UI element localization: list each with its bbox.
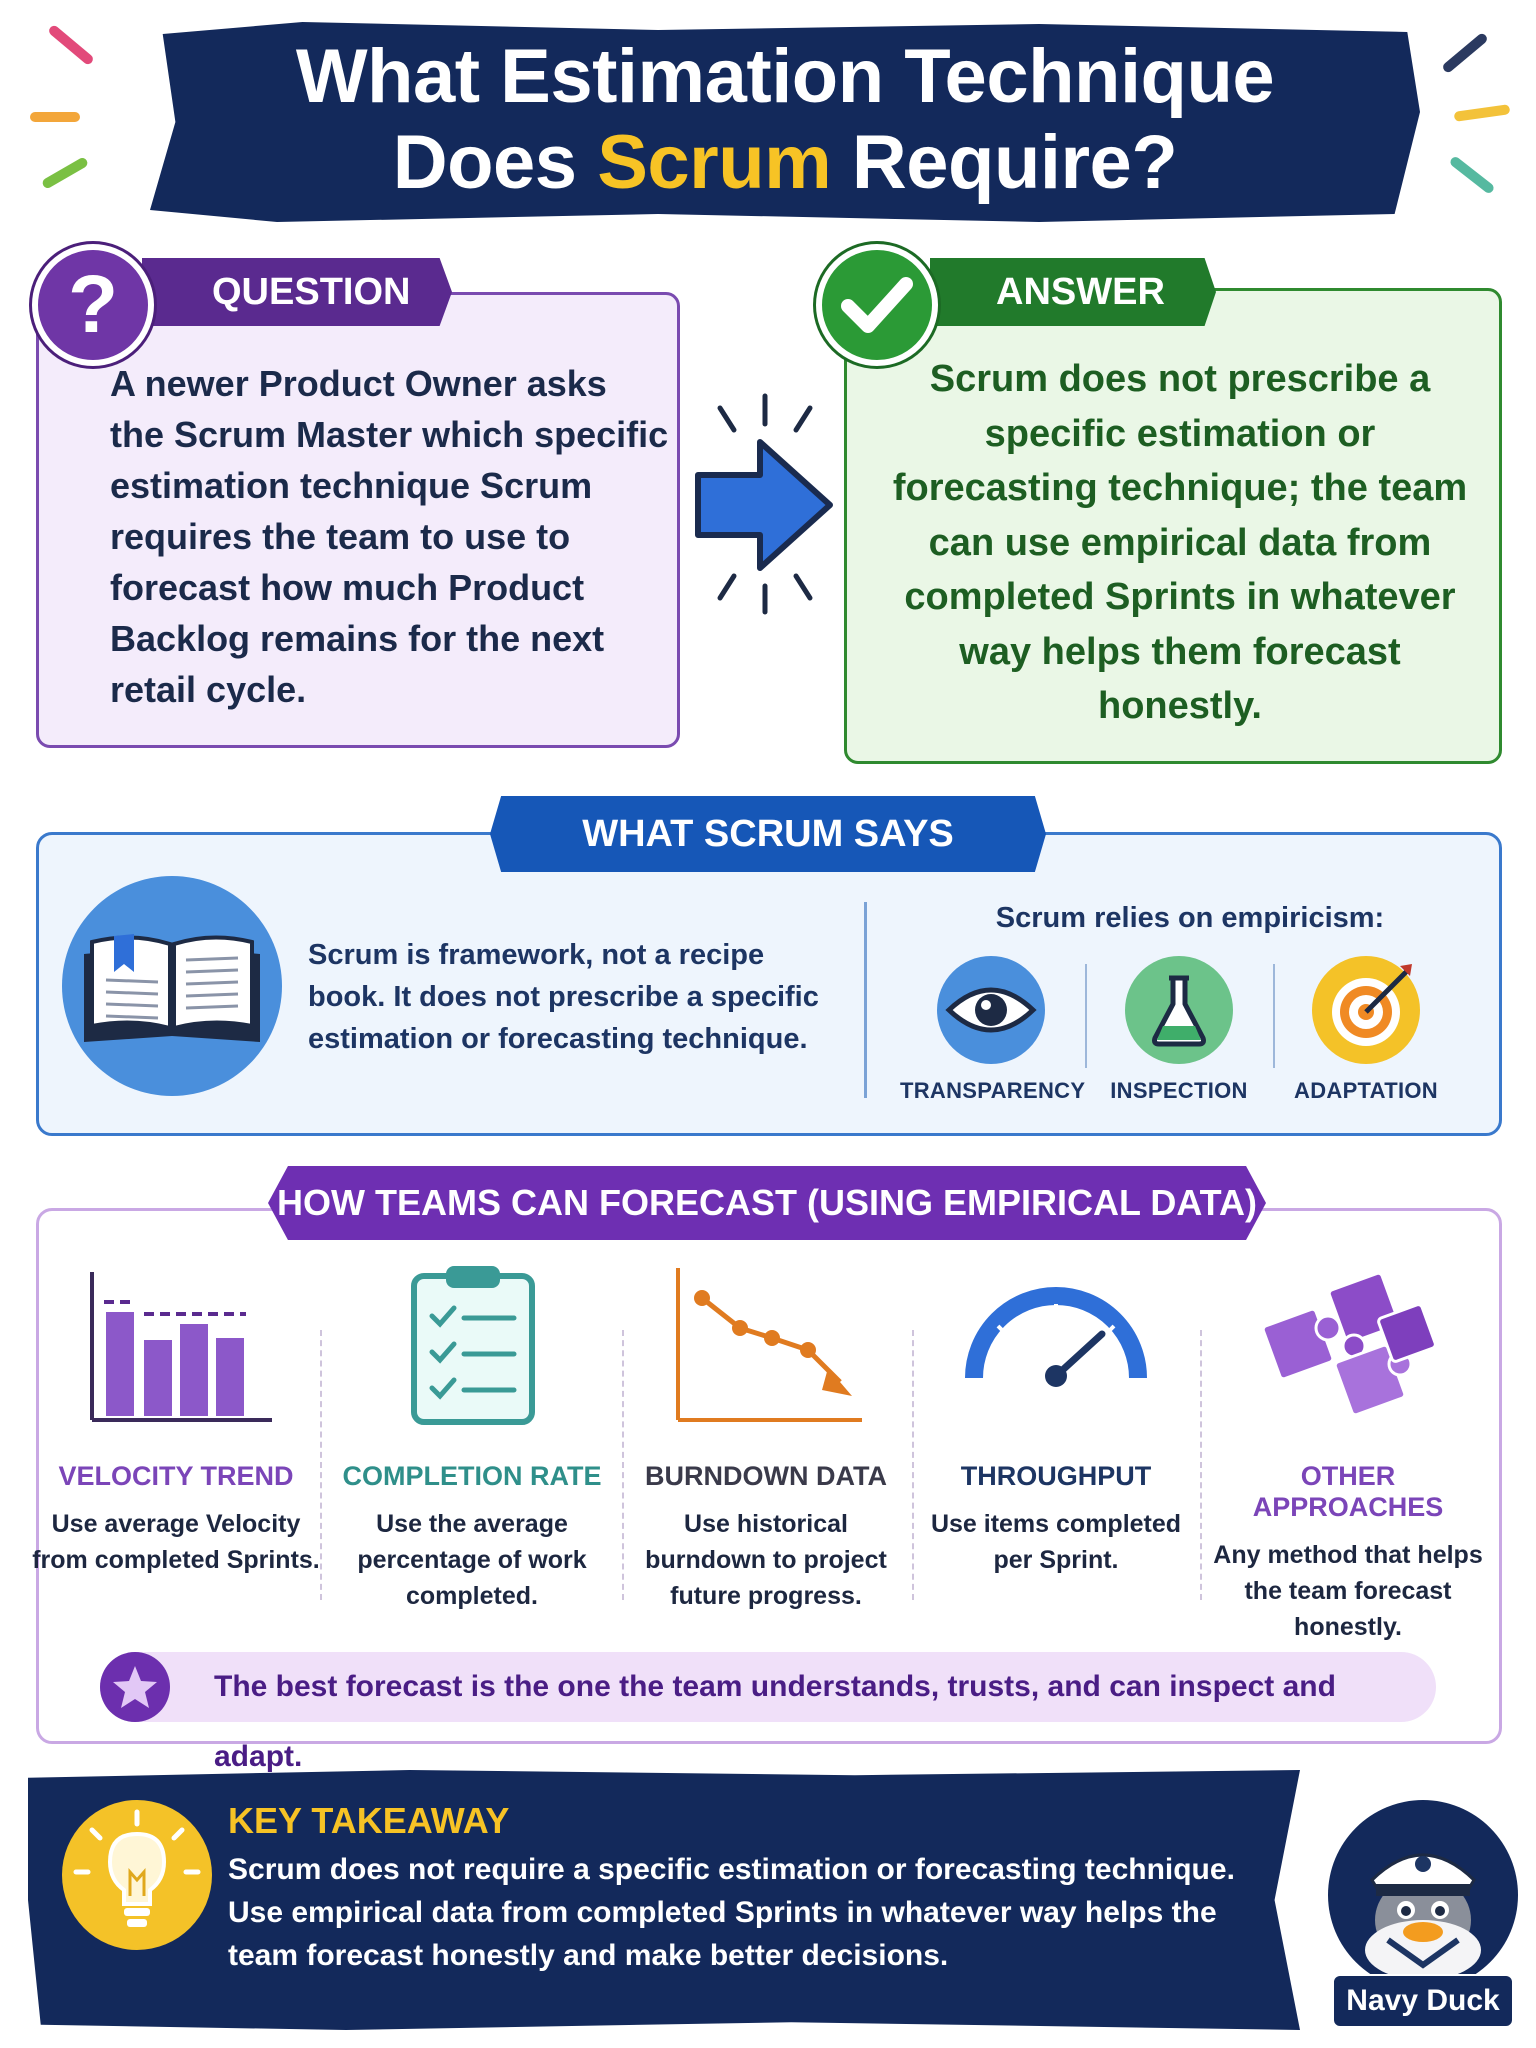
decor-stroke [40,156,90,190]
title-banner [150,22,1420,222]
question-text: A newer Product Owner asks the Scrum Mas… [110,363,669,710]
eye-icon [937,956,1045,1064]
page-title: What Estimation Technique Does Scrum Req… [295,34,1275,205]
forecast-title: THROUGHPUT [960,1461,1152,1491]
clipboard-checklist-icon [411,1266,535,1425]
forecast-item-burndown: BURNDOWN DATA Use historical burndown to… [622,1260,910,1614]
column-separator [320,1330,322,1600]
column-separator [1200,1330,1202,1600]
forecast-item-throughput: THROUGHPUT Use items completed per Sprin… [912,1260,1200,1578]
key-takeaway-title: KEY TAKEAWAY [228,1800,510,1841]
book-icon [62,876,282,1096]
pillar-label-inspection: INSPECTION [1110,1078,1248,1103]
question-card [36,292,680,748]
forecast-item-completion-rate: COMPLETION RATE Use the average percenta… [328,1260,616,1614]
pillar-separator [1273,964,1275,1068]
puzzle-pieces-icon [1261,1271,1437,1417]
what-scrum-says-tag: WHAT SCRUM SAYS [490,796,1046,872]
bar-chart-icon [90,1272,272,1422]
star-icon [100,1652,170,1722]
section-divider [864,902,867,1098]
decor-stroke [1448,155,1496,195]
decor-stroke [1441,31,1489,75]
best-forecast-text: The best forecast is the one the team un… [214,1670,1336,1773]
forecast-item-velocity: VELOCITY TREND Use average Velocity from… [32,1260,320,1578]
decor-stroke [47,23,95,67]
what-scrum-says-text: Scrum is framework, not a recipe book. I… [308,939,819,1055]
forecast-desc: Use items completed per Sprint. [930,1510,1182,1574]
forecast-title: BURNDOWN DATA [645,1461,887,1491]
forecast-desc: Use the average percentage of work compl… [357,1510,587,1610]
forecast-title: OTHER APPROACHES [1252,1461,1444,1522]
key-takeaway-text: Scrum does not require a specific estima… [228,1853,1235,1972]
forecast-title: COMPLETION RATE [342,1461,602,1491]
best-forecast-bar [100,1652,1436,1722]
forecast-title: VELOCITY TREND [58,1461,294,1491]
question-mark-icon: ? [32,244,154,366]
speedometer-icon [965,1287,1147,1387]
mascot-label: Navy Duck [1332,1974,1514,2028]
column-separator [912,1330,914,1600]
answer-tag: ANSWER [930,258,1216,326]
key-takeaway-banner [28,1770,1300,2030]
forecast-desc: Use average Velocity from completed Spri… [32,1510,320,1574]
title-highlight: Scrum [597,120,832,205]
pillar-label-adaptation: ADAPTATION [1294,1078,1438,1103]
forecast-desc: Any method that helps the team forecast … [1213,1541,1483,1641]
checkmark-icon [816,244,938,366]
burndown-chart-icon [676,1268,862,1422]
empiricism-title: Scrum relies on empiricism: [995,902,1385,934]
column-separator [622,1330,624,1600]
forecast-item-other-approaches: OTHER APPROACHES Any method that helps t… [1204,1260,1492,1645]
target-icon [1312,956,1420,1064]
duck-mascot-avatar [1328,1800,1518,1990]
flask-icon [1125,956,1233,1064]
forecast-desc: Use historical burndown to project futur… [645,1510,887,1610]
decor-stroke [30,112,80,122]
arrow-right-icon [695,393,833,615]
answer-text: Scrum does not prescribe a specific esti… [892,358,1468,727]
decor-stroke [1453,104,1511,122]
lightbulb-icon [62,1800,212,1950]
how-teams-forecast-tag: HOW TEAMS CAN FORECAST (USING EMPIRICAL … [268,1166,1266,1240]
question-tag: QUESTION [142,258,452,326]
what-scrum-says-card [36,832,1502,1136]
pillar-label-transparency: TRANSPARENCY [900,1078,1086,1103]
pillar-separator [1085,964,1087,1068]
